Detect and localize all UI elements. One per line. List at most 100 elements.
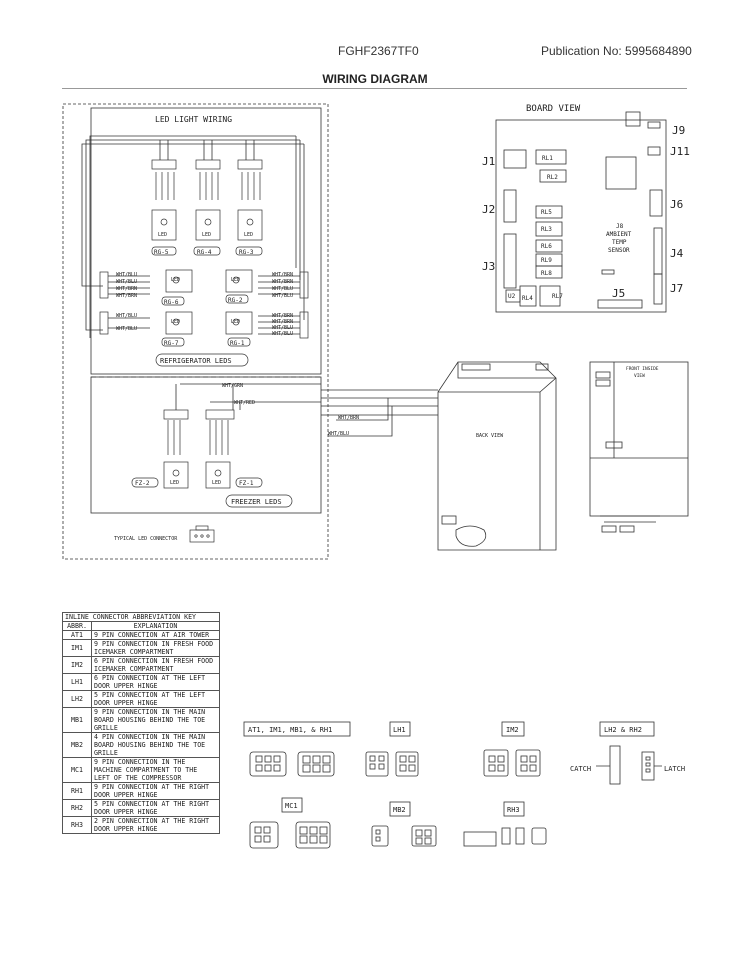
- page-title: WIRING DIAGRAM: [322, 72, 428, 86]
- abbreviation-key-table: INLINE CONNECTOR ABBREVIATION KEY ABBR. …: [62, 612, 220, 834]
- connector-rh3: [463, 801, 547, 847]
- module-label-rg-4: RG-4: [197, 249, 212, 256]
- relay-rl2: RL2: [547, 174, 558, 181]
- back-view-cabinet: [398, 361, 557, 551]
- key-text: 4 PIN CONNECTION IN THE MAIN BOARD HOUSI…: [91, 732, 220, 758]
- connector-lh1-label: LH1: [393, 726, 406, 734]
- led-module-rg-7: [99, 311, 193, 347]
- led-text: LED: [202, 232, 211, 238]
- refrigerator-leds-label: REFRIGERATOR LEDS: [160, 357, 232, 365]
- led-text: LED: [171, 277, 180, 283]
- wire-label: WHT/BLU: [116, 326, 137, 332]
- wire-label: WHT/BLU: [116, 313, 137, 319]
- connector-lh1: [365, 721, 419, 777]
- key-text: 5 PIN CONNECTION AT THE RIGHT DOOR UPPER…: [91, 799, 220, 817]
- relay-rl3: RL3: [541, 226, 552, 233]
- wire-label: WHT/RED: [234, 400, 255, 406]
- relay-rl1: RL1: [542, 155, 553, 162]
- connector-lh2-rh2-label: LH2 & RH2: [604, 726, 642, 734]
- header-divider: [62, 88, 687, 89]
- sensor-label: TEMP: [612, 239, 627, 246]
- key-text: 9 PIN CONNECTION AT AIR TOWER: [91, 630, 220, 640]
- wire-label: WHT/BLU: [116, 279, 137, 285]
- led-module-fz-2: [131, 409, 189, 489]
- connector-rh3-label: RH3: [507, 806, 520, 814]
- wire-label: WHT/BRN: [272, 313, 293, 319]
- connector-group-1-label: AT1, IM1, MB1, & RH1: [248, 726, 332, 734]
- typical-connector-label: TYPICAL LED CONNECTOR: [114, 536, 178, 542]
- key-abbr: RH3: [62, 816, 92, 834]
- publication-number: Publication No: 5995684890: [541, 44, 692, 58]
- board-connector-j4: J4: [670, 247, 684, 260]
- sensor-label: AMBIENT: [606, 231, 632, 238]
- connector-group-1: [243, 721, 351, 777]
- key-abbr: RH2: [62, 799, 92, 817]
- board-connector-j6: J6: [670, 198, 683, 211]
- front-inside-label: FRONT INSIDE: [626, 366, 659, 372]
- key-abbr: RH1: [62, 782, 92, 800]
- connector-mc1-label: MC1: [285, 802, 298, 810]
- wire-label: WHT/BLU: [272, 286, 293, 292]
- front-inside-cabinet: [589, 361, 689, 533]
- led-module-rg-5: [151, 159, 177, 256]
- connector-mc1: [249, 797, 331, 849]
- key-abbr: IM1: [62, 639, 92, 657]
- module-label-rg-1: RG-1: [230, 340, 245, 347]
- relay-rl4: RL4: [522, 295, 533, 302]
- board-connector-j2: J2: [482, 203, 495, 216]
- key-text: 9 PIN CONNECTION AT THE RIGHT DOOR UPPER…: [91, 782, 220, 800]
- key-text: 5 PIN CONNECTION AT THE LEFT DOOR UPPER …: [91, 690, 220, 708]
- sensor-label: SENSOR: [608, 247, 630, 254]
- wire-label: WHT/BLU: [328, 431, 349, 437]
- board-connector-j9: J9: [672, 124, 685, 137]
- front-inside-label: VIEW: [634, 373, 645, 379]
- key-title: INLINE CONNECTOR ABBREVIATION KEY: [62, 612, 220, 622]
- board-connector-j7: J7: [670, 282, 683, 295]
- board-connector-j11: J11: [670, 145, 690, 158]
- relay-rl8: RL8: [541, 270, 552, 277]
- board-view-title: BOARD VIEW: [526, 104, 581, 114]
- wire-label: WHT/BLU: [272, 331, 293, 337]
- led-module-rg-4: [193, 159, 221, 256]
- led-text: LED: [212, 480, 221, 486]
- connector-mb2-label: MB2: [393, 806, 406, 814]
- key-abbr: LH1: [62, 673, 92, 691]
- wire-label: WHT/BLU: [272, 293, 293, 299]
- key-header-explanation: EXPLANATION: [91, 621, 220, 631]
- connector-im2-label: IM2: [506, 726, 519, 734]
- led-module-fz-1: [205, 409, 263, 489]
- wire-label: WHT/GRN: [222, 383, 243, 389]
- led-text: LED: [231, 319, 240, 325]
- connector-im2: [483, 721, 541, 777]
- module-label-fz-2: FZ-2: [135, 480, 150, 487]
- wire-label: WHT/BRN: [272, 272, 293, 278]
- led-module-rg-1: [225, 311, 309, 347]
- key-abbr: LH2: [62, 690, 92, 708]
- board-connector-j5: J5: [612, 287, 625, 300]
- wire-label: WHT/BLU: [116, 272, 137, 278]
- sensor-label: J8: [616, 223, 624, 230]
- key-abbr: MB1: [62, 707, 92, 733]
- key-abbr: MC1: [62, 757, 92, 783]
- latch-label: LATCH: [664, 765, 685, 773]
- model-number: FGHF2367TF0: [338, 44, 419, 58]
- led-text: LED: [170, 480, 179, 486]
- module-label-rg-2: RG-2: [228, 297, 243, 304]
- relay-rl7: RL7: [552, 293, 563, 300]
- module-label-fz-1: FZ-1: [239, 480, 254, 487]
- module-label-rg-5: RG-5: [154, 249, 169, 256]
- key-text: 9 PIN CONNECTION IN THE MACHINE COMPARTM…: [91, 757, 220, 783]
- board-connector-j1: J1: [482, 155, 495, 168]
- relay-rl5: RL5: [541, 209, 552, 216]
